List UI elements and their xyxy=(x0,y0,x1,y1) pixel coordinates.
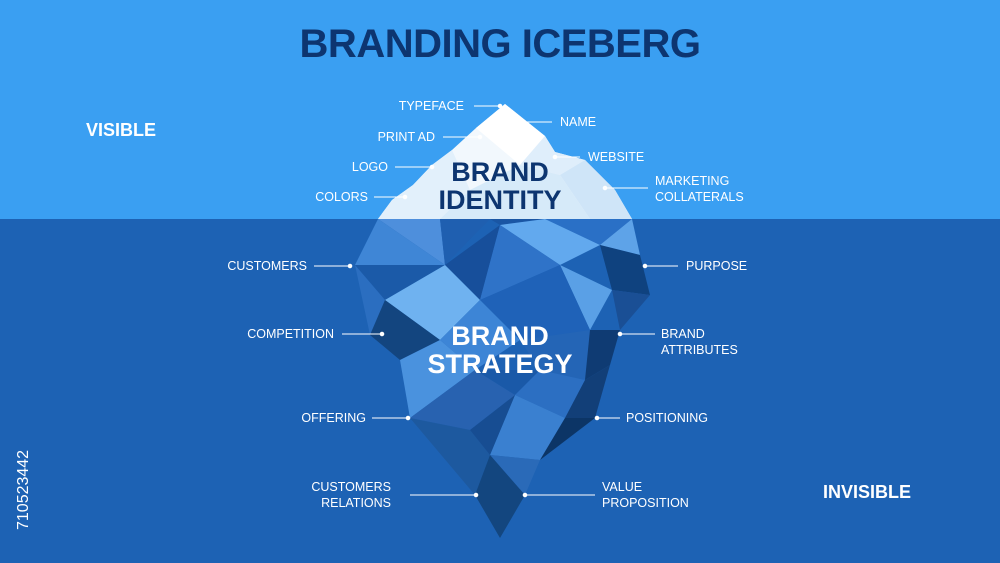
label-colors: COLORS xyxy=(315,190,368,204)
label-customers: CUSTOMERS xyxy=(227,259,307,273)
label-marketing-line2: COLLATERALS xyxy=(655,190,744,204)
leader-lines xyxy=(314,103,678,498)
invisible-label: INVISIBLE xyxy=(823,482,912,502)
brand-strategy-heading: BRAND STRATEGY xyxy=(410,322,590,378)
iceberg-body xyxy=(355,219,650,538)
page-title: BRANDING ICEBERG xyxy=(299,22,701,66)
label-brand-attributes-line2: ATTRIBUTES xyxy=(661,343,738,357)
visible-label: VISIBLE xyxy=(86,120,157,140)
label-marketing-line1: MARKETING xyxy=(655,174,730,188)
label-print-ad: PRINT AD xyxy=(377,130,435,144)
brand-strategy-line1: BRAND xyxy=(451,321,549,351)
label-value-proposition-line2: PROPOSITION xyxy=(602,496,689,510)
label-marketing-collaterals: MARKETING COLLATERALS xyxy=(655,173,744,205)
brand-identity-line2: IDENTITY xyxy=(438,185,562,215)
label-offering: OFFERING xyxy=(301,411,366,425)
label-value-proposition-line1: VALUE xyxy=(602,480,643,494)
label-customers-relations: CUSTOMERS RELATIONS xyxy=(311,479,391,511)
brand-strategy-line2: STRATEGY xyxy=(427,349,573,379)
label-competition: COMPETITION xyxy=(247,327,334,341)
label-logo: LOGO xyxy=(351,160,388,174)
label-brand-attributes-line1: BRAND xyxy=(661,327,705,341)
label-purpose: PURPOSE xyxy=(686,259,748,273)
label-name: NAME xyxy=(560,115,597,129)
brand-identity-heading: BRAND IDENTITY xyxy=(420,158,580,214)
label-customers-relations-line1: CUSTOMERS xyxy=(311,480,391,494)
label-brand-attributes: BRAND ATTRIBUTES xyxy=(661,326,738,358)
label-typeface: TYPEFACE xyxy=(398,99,464,113)
stock-id-text: 710523442 xyxy=(15,450,32,530)
brand-identity-line1: BRAND xyxy=(451,157,549,187)
label-customers-relations-line2: RELATIONS xyxy=(321,496,391,510)
label-positioning: POSITIONING xyxy=(626,411,708,425)
label-value-proposition: VALUE PROPOSITION xyxy=(602,479,689,511)
label-website: WEBSITE xyxy=(588,150,645,164)
stock-id-watermark: 710523442 xyxy=(15,450,32,530)
iceberg-tip xyxy=(378,104,632,219)
